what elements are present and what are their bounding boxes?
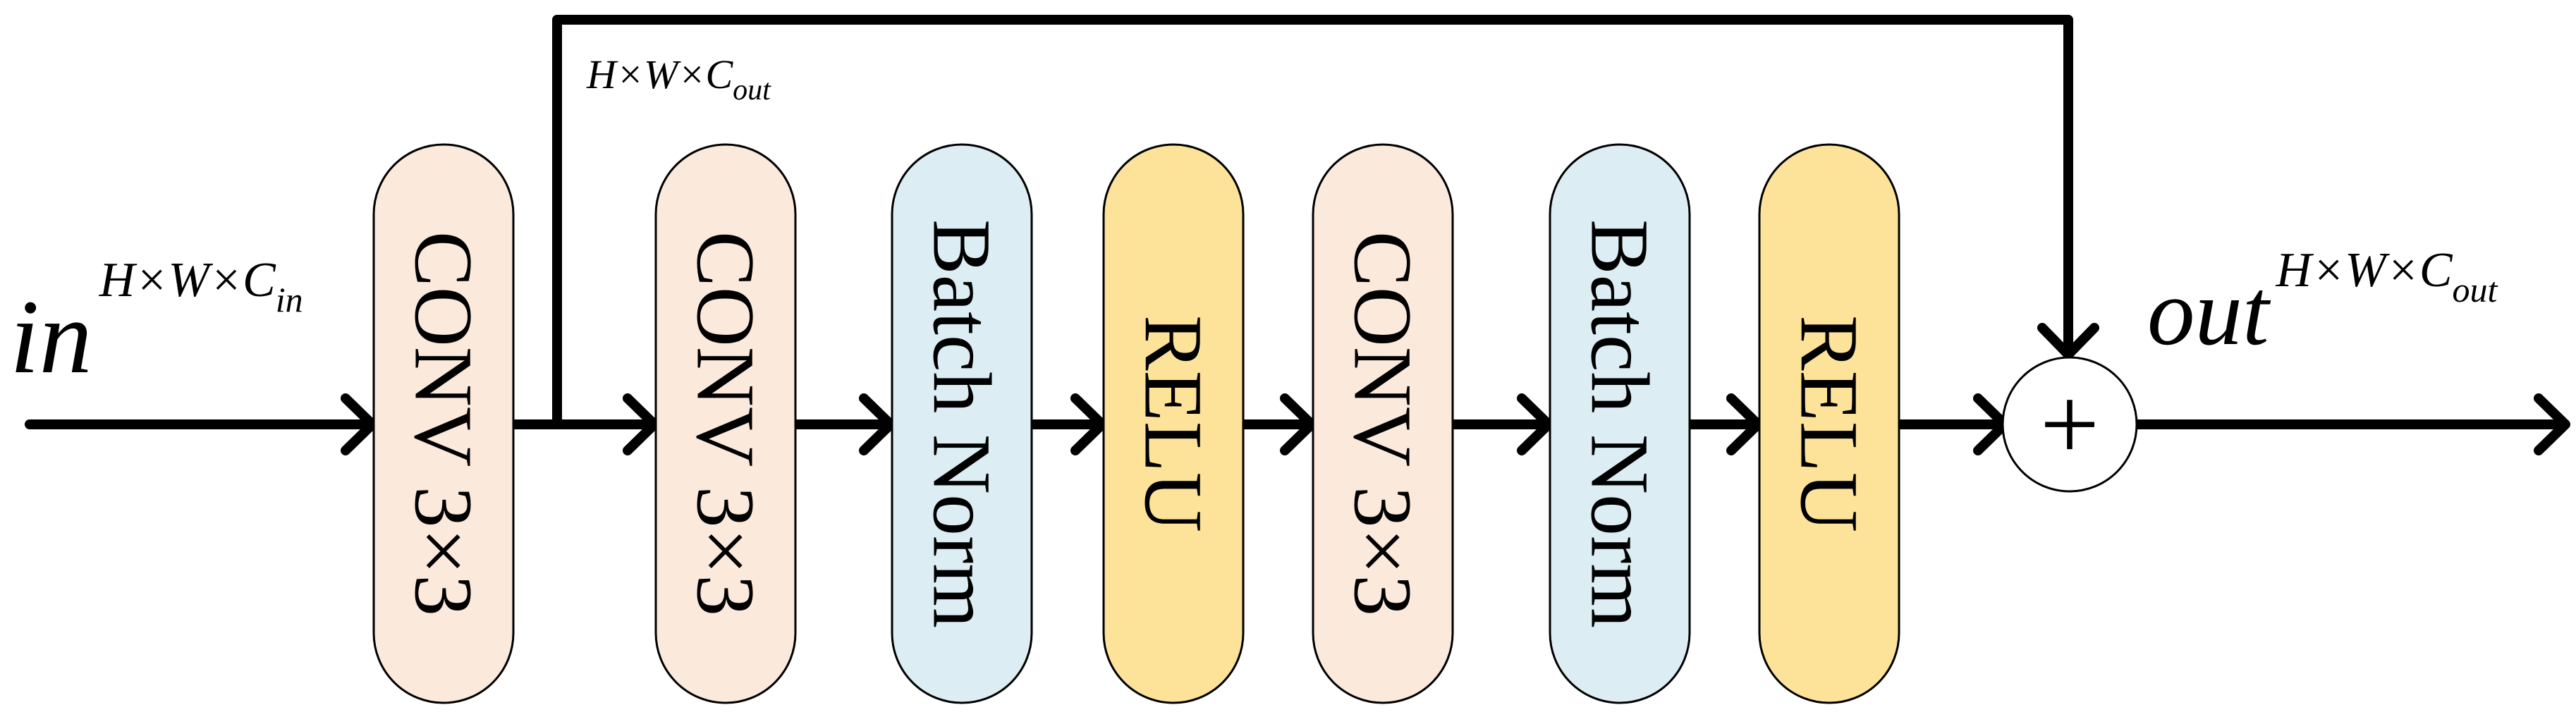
- sum-node-circle: [2001, 356, 2138, 493]
- block-label: Batch Norm: [916, 219, 1008, 628]
- skip-label-main: H×W×C: [586, 51, 733, 97]
- block-conv-1: CONV 3×3: [372, 143, 515, 704]
- output-arrowhead: [2534, 393, 2570, 455]
- block-shape: [1758, 143, 1900, 704]
- main-flow-connectors: [25, 15, 2570, 455]
- arrow-2-head: [859, 393, 896, 455]
- block-conv-3: CONV 3×3: [1312, 143, 1454, 704]
- block-shape: [1549, 143, 1691, 704]
- block-batchnorm-1: Batch Norm: [891, 143, 1033, 704]
- skip-connection-arrowhead: [2037, 323, 2099, 360]
- input-base: in: [10, 278, 92, 395]
- skip-label-text: H×W×Cout: [586, 51, 771, 106]
- block-label: CONV 3×3: [398, 231, 490, 616]
- input-subscript: in: [276, 280, 303, 319]
- block-shape: [1102, 143, 1245, 704]
- output-superscript: H×W×C: [2276, 243, 2453, 297]
- block-conv-2: CONV 3×3: [654, 143, 797, 704]
- block-shape: [891, 143, 1033, 704]
- arrow-1-head: [623, 393, 659, 455]
- sum-node: +: [2001, 356, 2138, 493]
- block-label: CONV 3×3: [680, 231, 772, 616]
- block-label: RELU: [1783, 315, 1876, 532]
- skip-dimension-label: H×W×Cout: [586, 51, 771, 106]
- block-shape: [654, 143, 797, 704]
- block-batchnorm-2: Batch Norm: [1549, 143, 1691, 704]
- output-subscript: out: [2453, 270, 2498, 309]
- block-relu-2: RELU: [1758, 143, 1900, 704]
- block-label: RELU: [1128, 315, 1220, 532]
- arrow-3-head: [1070, 393, 1107, 455]
- input-superscript: H×W×C: [99, 253, 276, 307]
- sum-node-symbol: +: [2040, 366, 2100, 483]
- arrow-5-head: [1517, 393, 1553, 455]
- skip-connection-line: [552, 15, 2073, 429]
- block-shape: [1312, 143, 1454, 704]
- block-relu-1: RELU: [1102, 143, 1245, 704]
- input-arrowhead: [341, 393, 377, 455]
- skip-label-subscript: out: [733, 74, 771, 106]
- block-label: Batch Norm: [1574, 219, 1666, 628]
- output-base: out: [2147, 260, 2271, 365]
- arrow-6-head: [1726, 393, 1763, 455]
- block-label: CONV 3×3: [1337, 231, 1429, 616]
- block-shape: [372, 143, 515, 704]
- arrow-4-head: [1280, 393, 1317, 455]
